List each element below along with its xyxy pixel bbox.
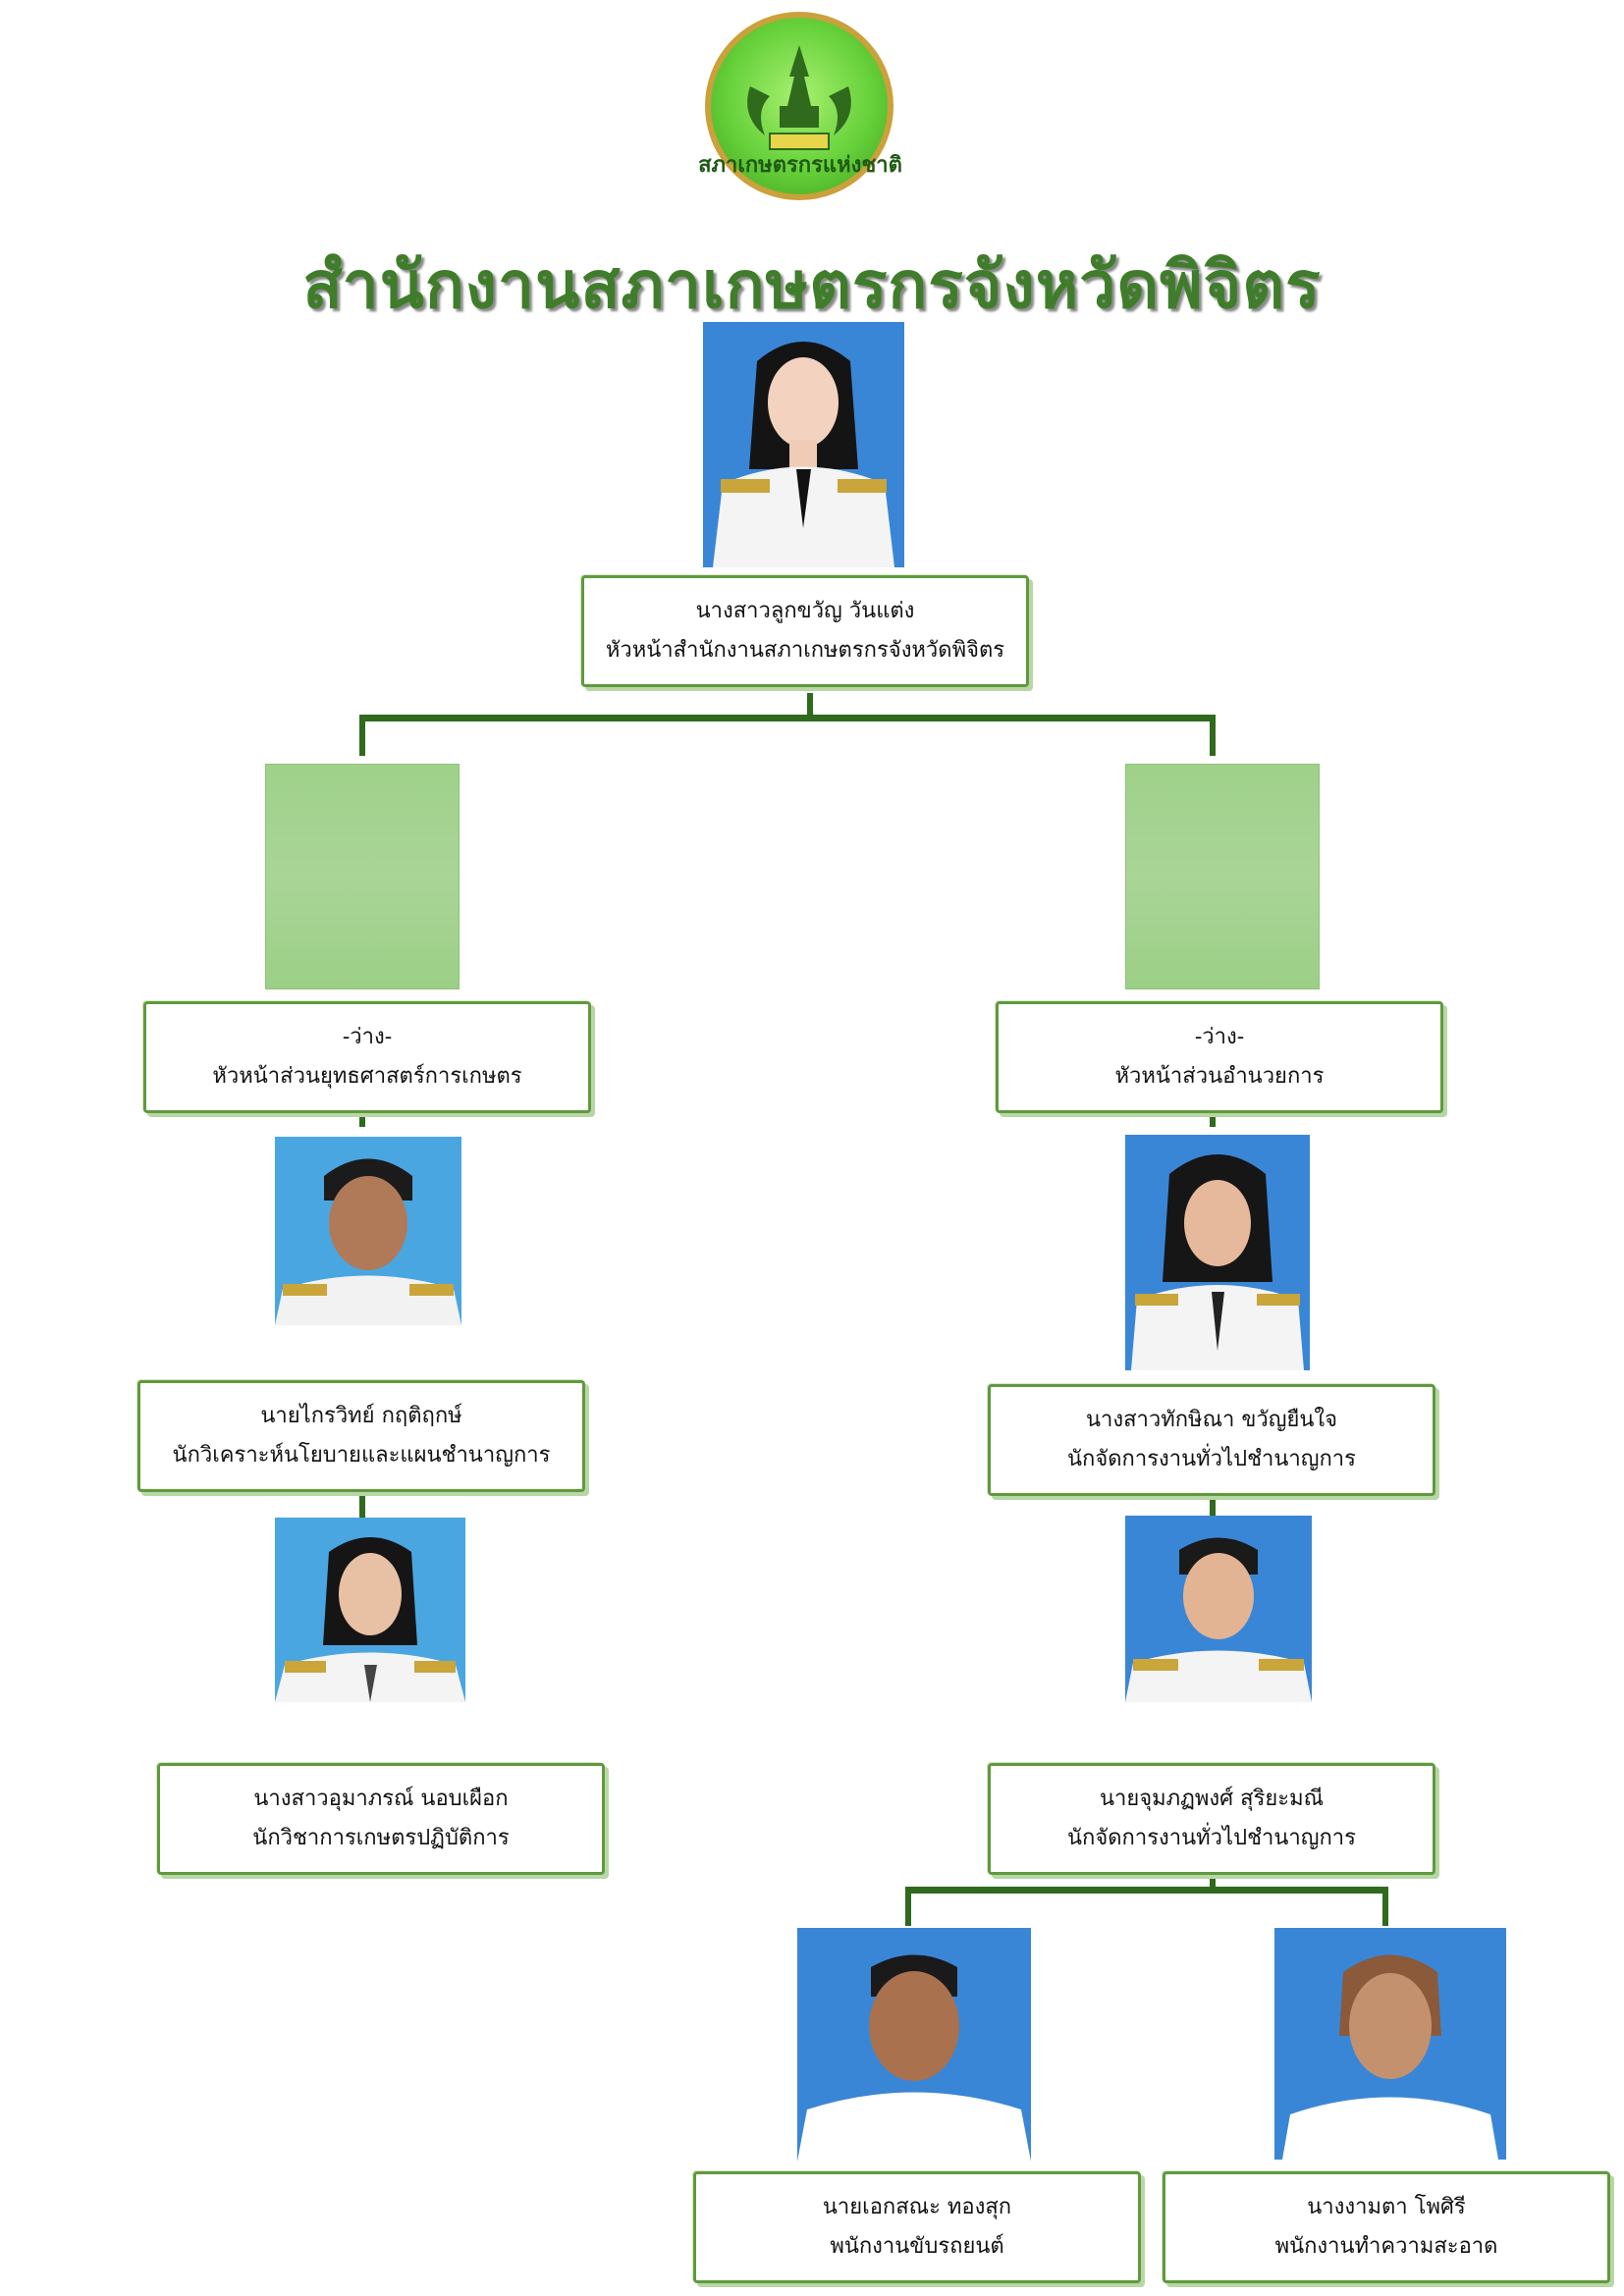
staff-photo [275, 1137, 461, 1325]
connector [1210, 715, 1216, 756]
council-logo [705, 12, 893, 200]
node-name: นางงามตา โพศิรี [1307, 2195, 1466, 2219]
cleaner-box: นางงามตา โพศิรี พนักงานทำความสะอาด [1163, 2171, 1610, 2283]
staff-photo [1274, 1928, 1506, 2160]
staff-photo [797, 1928, 1031, 2162]
page-title: สำนักงานสภาเกษตรกรจังหวัดพิจิตร [302, 247, 1322, 323]
node-name: -ว่าง- [1194, 1025, 1245, 1049]
node-position: หัวหน้าสำนักงานสภาเกษตรกรจังหวัดพิจิตร [605, 638, 1005, 663]
node-name: นางสาวอุมาภรณ์ นอบเผือก [253, 1787, 509, 1811]
general-affairs-officer-2-box: นายจุมภฏพงศ์ สุริยะมณี นักจัดการงานทั่วไ… [988, 1763, 1435, 1875]
staff-photo [1125, 1135, 1310, 1370]
connector [807, 693, 813, 721]
node-name: -ว่าง- [342, 1025, 393, 1049]
connector [1382, 1887, 1388, 1926]
policy-analyst-box: นายไกรวิทย์ กฤติฤกษ์ นักวิเคราะห์นโยบายแ… [137, 1380, 585, 1492]
connector [359, 1113, 365, 1127]
connector [359, 1494, 365, 1518]
agricultural-scientist-box: นางสาวอุมาภรณ์ นอบเผือก นักวิชาการเกษตรป… [157, 1763, 605, 1875]
emblem-icon [747, 45, 851, 150]
connector [1210, 1113, 1216, 1127]
logo-caption: สภาเกษตรกรแห่งชาติ [698, 153, 902, 178]
node-position: พนักงานขับรถยนต์ [830, 2234, 1004, 2259]
node-position: นักจัดการงานทั่วไปชำนาญการ [1067, 1447, 1356, 1471]
vacant-photo-placeholder [265, 764, 460, 989]
connector [359, 715, 365, 756]
node-position: พนักงานทำความสะอาด [1274, 2234, 1498, 2259]
admin-section-head-box: -ว่าง- หัวหน้าส่วนอำนวยการ [996, 1001, 1443, 1113]
general-affairs-officer-box: นางสาวทักษิณา ขวัญยืนใจ นักจัดการงานทั่ว… [988, 1384, 1435, 1496]
node-position: หัวหน้าส่วนยุทธศาสตร์การเกษตร [212, 1064, 522, 1089]
node-name: นายเอกสณะ ทองสุก [822, 2195, 1012, 2219]
connector [1210, 1498, 1216, 1516]
vacant-photo-placeholder [1125, 764, 1320, 989]
head-photo [703, 322, 904, 567]
node-name: นายจุมภฏพงศ์ สุริยะมณี [1099, 1787, 1324, 1811]
connector [905, 1887, 911, 1926]
connector [1210, 1875, 1216, 1893]
node-name: นางสาวลูกขวัญ วันแต่ง [695, 599, 915, 623]
node-position: นักวิเคราะห์นโยบายและแผนชำนาญการ [172, 1443, 551, 1468]
node-position: นักวิชาการเกษตรปฏิบัติการ [252, 1826, 510, 1850]
connector [359, 715, 1216, 721]
staff-photo [1125, 1516, 1312, 1702]
node-name: นายไกรวิทย์ กฤติฤกษ์ [260, 1404, 462, 1428]
node-position: หัวหน้าส่วนอำนวยการ [1114, 1064, 1325, 1089]
node-name: นางสาวทักษิณา ขวัญยืนใจ [1085, 1408, 1338, 1432]
staff-photo [275, 1518, 465, 1702]
driver-box: นายเอกสณะ ทองสุก พนักงานขับรถยนต์ [693, 2171, 1141, 2283]
node-position: นักจัดการงานทั่วไปชำนาญการ [1067, 1826, 1356, 1850]
head-position-box: นางสาวลูกขวัญ วันแต่ง หัวหน้าสำนักงานสภา… [581, 575, 1029, 687]
connector [905, 1887, 1388, 1894]
strategy-section-head-box: -ว่าง- หัวหน้าส่วนยุทธศาสตร์การเกษตร [143, 1001, 591, 1113]
